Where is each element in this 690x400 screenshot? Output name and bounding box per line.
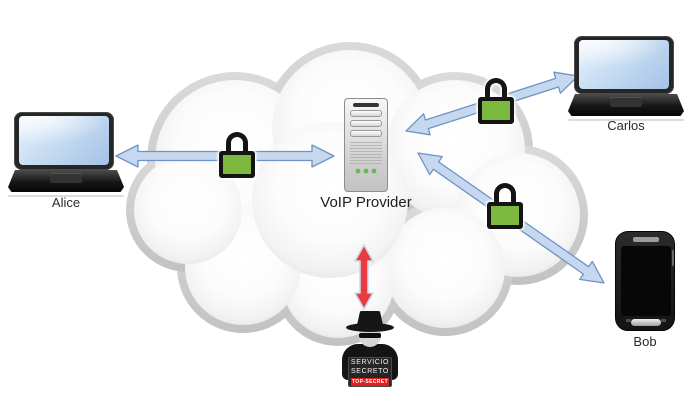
laptop-shadow-line: [8, 195, 124, 197]
phone-screen: [621, 246, 671, 316]
bob-phone-icon: [615, 231, 675, 331]
laptop-base: [568, 94, 684, 116]
laptop-screen-frame: [574, 36, 674, 94]
spy-sign-line2: SECRETO: [351, 368, 389, 375]
padlock-body: [219, 151, 255, 178]
spy-sign-line1: SERVICIO: [350, 359, 390, 366]
padlock-shackle: [485, 78, 507, 101]
server-leds: [345, 169, 387, 173]
laptop-touchpad: [50, 173, 82, 183]
server-vent-grille: [350, 142, 382, 166]
server-drive-bay: [350, 110, 382, 117]
spy-icon: SERVICIO SECRETO TOP-SECRET: [340, 311, 400, 397]
alice-laptop-icon: [8, 110, 124, 198]
server-drive-bay: [350, 130, 382, 137]
spy-sign: SERVICIO SECRETO TOP-SECRET: [348, 357, 392, 387]
laptop-screen: [19, 116, 109, 165]
laptop-touchpad: [610, 97, 642, 107]
wiretap-arrow: [354, 244, 374, 310]
laptop-screen-frame: [14, 112, 114, 170]
laptop-shadow-line: [568, 119, 684, 121]
bob-label: Bob: [633, 334, 657, 349]
spy-sunglasses-icon: [359, 333, 381, 338]
laptop-base: [8, 170, 124, 192]
padlock-body: [487, 202, 523, 229]
padlock-alice-icon: [219, 132, 255, 178]
phone-home-button: [631, 319, 661, 326]
spy-hat-icon: [357, 311, 383, 325]
carlos-label: Carlos: [607, 118, 645, 133]
server-top-slot: [353, 103, 379, 107]
spy-hat-brim: [346, 323, 394, 332]
padlock-carlos-icon: [478, 78, 514, 124]
alice-label: Alice: [51, 195, 81, 210]
padlock-body: [478, 97, 514, 124]
padlock-shackle: [226, 132, 248, 155]
voip-server-icon: [344, 98, 388, 192]
voip-provider-label: VoIP Provider: [320, 194, 412, 211]
phone-speaker: [633, 237, 659, 242]
phone-side-button: [672, 250, 674, 266]
carlos-laptop-icon: [568, 34, 684, 122]
server-drive-bay: [350, 120, 382, 127]
laptop-screen: [579, 40, 669, 89]
padlock-shackle: [494, 183, 516, 206]
padlock-bob-icon: [487, 183, 523, 229]
spy-sign-banner: TOP-SECRET: [351, 378, 389, 386]
